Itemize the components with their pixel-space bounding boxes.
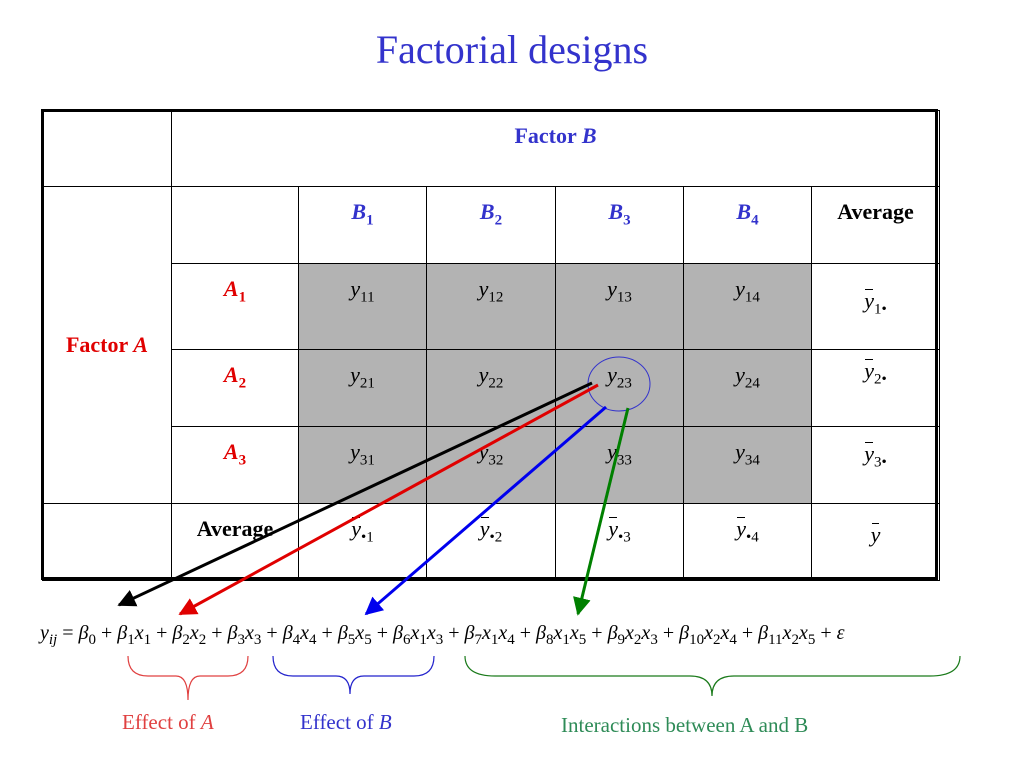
- cell-y14: y14: [683, 263, 812, 350]
- row-header-a1: A1: [171, 263, 299, 350]
- col-header-average: Average: [811, 186, 940, 264]
- equation-term: + β4x4: [266, 622, 317, 648]
- cell-y21: y21: [298, 349, 427, 427]
- factorial-table: Factor B Factor A B1 B2 B3 B4 Average A1…: [42, 110, 940, 581]
- regression-equation: yij = β0 + β1x1 + β2x2 + β3x3 + β4x4 + β…: [40, 622, 845, 648]
- cell-y23: y23: [555, 349, 684, 427]
- row-header-average: Average: [171, 503, 299, 581]
- col-header-b4: B4: [683, 186, 812, 264]
- page-title: Factorial designs: [375, 27, 649, 72]
- brace-effect-b: [272, 655, 435, 695]
- factor-b-header: Factor B: [171, 110, 940, 187]
- cell-y24: y24: [683, 349, 812, 427]
- effect-a-label: Effect of A: [122, 710, 214, 734]
- equation-term: + β2x2: [156, 622, 207, 648]
- col-average-1: y•1: [298, 503, 427, 581]
- equation-term: + β7x1x4: [448, 622, 515, 648]
- cell-y12: y12: [426, 263, 556, 350]
- row-average-2: y2•: [811, 349, 940, 427]
- col-header-b2: B2: [426, 186, 556, 264]
- equation-term: + β1x1: [100, 622, 152, 648]
- blank-cell: [171, 186, 299, 264]
- corner-cell: [42, 110, 172, 187]
- row-header-a2: A2: [171, 349, 299, 427]
- row-header-a3: A3: [171, 426, 299, 504]
- cell-y33: y33: [555, 426, 684, 504]
- equation-term: + β10x2x4: [662, 622, 737, 648]
- equation-term: + β11x2x5: [741, 622, 816, 648]
- col-header-b3: B3: [555, 186, 684, 264]
- cell-y32: y32: [426, 426, 556, 504]
- blank-cell: [42, 503, 172, 581]
- cell-y34: y34: [683, 426, 812, 504]
- factor-a-header: Factor A: [42, 186, 172, 504]
- equation-term: + β8x1x5: [519, 622, 587, 648]
- effect-b-label: Effect of B: [300, 710, 392, 734]
- brace-effect-a: [127, 655, 249, 701]
- col-average-4: y•4: [683, 503, 812, 581]
- col-average-2: y•2: [426, 503, 556, 581]
- cell-y22: y22: [426, 349, 556, 427]
- cell-y13: y13: [555, 263, 684, 350]
- col-header-b1: B1: [298, 186, 427, 264]
- brace-interactions: [464, 655, 961, 697]
- grand-mean: y: [811, 503, 940, 581]
- equation-term: + β6x1x3: [376, 622, 444, 648]
- cell-y11: y11: [298, 263, 427, 350]
- equation-term: + β9x2x3: [591, 622, 658, 648]
- equation-term: + β3x3: [211, 622, 262, 648]
- equation-term: + β5x5: [321, 622, 372, 648]
- interactions-label: Interactions between A and B: [561, 713, 809, 737]
- row-average-3: y3•: [811, 426, 940, 504]
- row-average-1: y1•: [811, 263, 940, 350]
- col-average-3: y•3: [555, 503, 684, 581]
- cell-y31: y31: [298, 426, 427, 504]
